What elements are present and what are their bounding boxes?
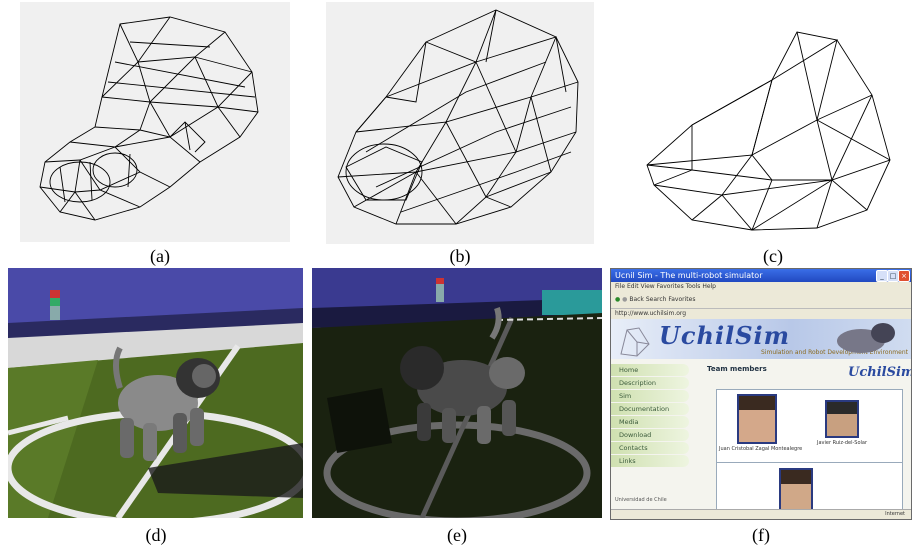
robot-dog-scene-e: [312, 268, 602, 518]
caption-a: (a): [150, 246, 170, 266]
panel-e-render: [312, 268, 602, 518]
site-nav: Home Description Sim Documentation Media…: [611, 364, 689, 468]
browser-title: Ucnil Sim - The multi-robot simulator: [615, 271, 763, 280]
nav-item-description[interactable]: Description: [611, 377, 689, 389]
nav-item-links[interactable]: Links: [611, 455, 689, 467]
browser-menu-bar[interactable]: File Edit View Favorites Tools Help: [611, 282, 911, 292]
forward-icon[interactable]: ●: [622, 296, 628, 303]
wireframe-head-b: [326, 2, 594, 244]
nav-item-download[interactable]: Download: [611, 429, 689, 441]
nav-item-contacts[interactable]: Contacts: [611, 442, 689, 454]
close-icon[interactable]: ×: [898, 270, 910, 282]
nav-item-media[interactable]: Media: [611, 416, 689, 428]
maximize-icon[interactable]: □: [887, 270, 899, 282]
caption-e: (e): [447, 525, 467, 545]
site-footer: Universidad de Chile: [615, 497, 667, 503]
wireframe-head-a: [20, 2, 290, 242]
divider: [717, 462, 902, 463]
back-icon[interactable]: ●: [615, 296, 621, 303]
team-box: Juan Cristobal Zagal Montealegre Javier …: [716, 389, 903, 519]
team-member-photo-2: [825, 400, 859, 438]
robot-dog-logo-icon: [837, 323, 895, 353]
caption-f: (f): [752, 525, 770, 545]
site-subtitle: Simulation and Robot Development Environ…: [761, 349, 908, 356]
site-logo[interactable]: UchilSim: [659, 321, 791, 350]
team-member-photo-3: [779, 468, 813, 512]
wireframe-hull-c: [632, 10, 907, 242]
robot-dog-scene-d: [8, 268, 303, 518]
robot-logo-icon: [620, 327, 650, 357]
status-text: Internet: [885, 511, 905, 517]
toolbar-label: Back Search Favorites: [629, 296, 696, 303]
panel-d-render: [8, 268, 303, 518]
nav-item-home[interactable]: Home: [611, 364, 689, 376]
status-bar: Internet: [611, 509, 911, 519]
browser-title-bar: Ucnil Sim - The multi-robot simulator: [611, 269, 911, 282]
address-text[interactable]: http://www.uchilsim.org: [615, 310, 687, 317]
team-member-photo-1: [737, 394, 777, 444]
team-member-caption-2[interactable]: Javier Ruiz-del-Solar: [817, 440, 868, 446]
panel-a-wireframe: [20, 2, 290, 242]
team-heading: Team members: [707, 365, 767, 373]
browser-toolbar[interactable]: ● ● Back Search Favorites: [611, 292, 911, 309]
nav-item-sim[interactable]: Sim: [611, 390, 689, 402]
caption-b: (b): [449, 246, 471, 266]
team-member-caption-1[interactable]: Juan Cristobal Zagal Montealegre: [719, 446, 803, 452]
robot-dog-d: [113, 346, 220, 461]
caption-d: (d): [145, 525, 167, 545]
panel-c-wireframe: [632, 10, 907, 242]
nav-item-documentation[interactable]: Documentation: [611, 403, 689, 415]
caption-c: (c): [763, 246, 783, 266]
site-logo-small: UchilSim: [848, 365, 912, 380]
robot-dog-e: [400, 307, 525, 444]
panel-b-wireframe: [326, 2, 594, 244]
browser-window: Ucnil Sim - The multi-robot simulator _ …: [610, 268, 912, 520]
